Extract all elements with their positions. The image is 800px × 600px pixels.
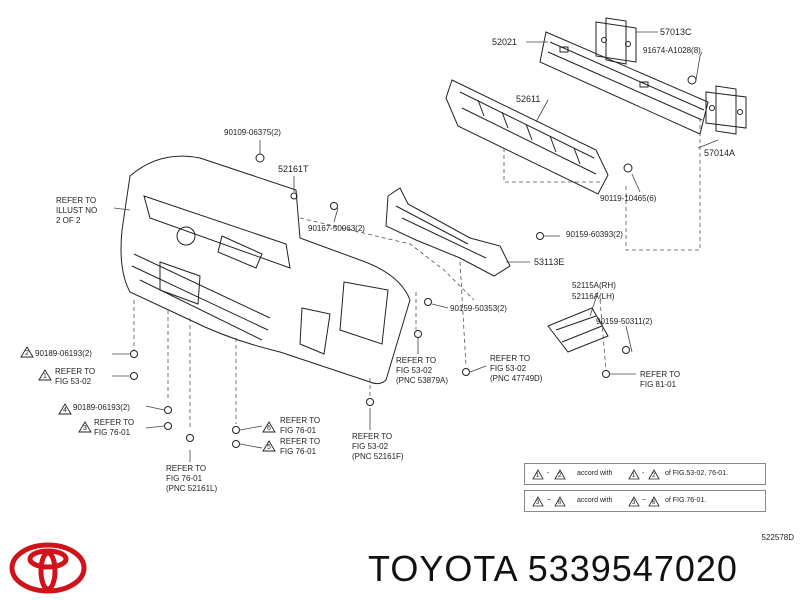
refer-pnc-52161l: REFER TO FIG 76-01 (PNC 52161L) xyxy=(166,464,218,493)
legend-2-sep1: ~ xyxy=(547,497,552,504)
legend-1-b: 2 xyxy=(558,473,562,479)
toyota-logo-icon xyxy=(9,542,87,594)
refer-fig-76-01-left: REFER TO FIG 76-01 xyxy=(94,418,135,437)
callout-3: 3 xyxy=(83,425,87,432)
callout-6: 6 xyxy=(267,425,271,432)
legend-2-sep2: ~ xyxy=(642,497,647,504)
legend-row-1: 1 - 2 accord with 1 - 2 of FIG.53-02, 76… xyxy=(524,463,766,485)
legend-2-d: 6 xyxy=(652,500,656,506)
refer-pnc-47749d: REFER TO FIG 53-02 (PNC 47749D) xyxy=(490,354,543,383)
part-label-52161t: 52161T xyxy=(278,164,309,174)
part-label-90159-60393: 90159-60393(2) xyxy=(566,230,623,239)
under-cover xyxy=(385,187,511,277)
callout-1: 1 xyxy=(43,373,47,380)
legend-2-a: 3 xyxy=(536,500,540,506)
fasteners xyxy=(130,75,697,448)
leader-lines xyxy=(112,31,719,462)
bracket-57013c xyxy=(595,17,637,65)
refer-fig-53-02-left: REFER TO FIG 53-02 xyxy=(55,367,96,386)
part-label-52115a: 52115A(RH) xyxy=(572,281,616,290)
part-label-90189-a: 90189-06193(2) xyxy=(35,349,92,358)
part-label-90109: 90109-06375(2) xyxy=(224,128,281,137)
callout-2: 2 xyxy=(25,350,29,357)
part-label-53113e: 53113E xyxy=(534,257,565,267)
brand-part-number: TOYOTA 5339547020 xyxy=(368,548,738,589)
legend-row-2: 3 ~ 6 accord with 3 ~ 6 of FIG.76-01. xyxy=(524,490,766,512)
legend-1-c: 1 xyxy=(632,473,636,479)
part-label-57014a: 57014A xyxy=(704,148,736,158)
callout-triangles xyxy=(20,346,276,452)
legend-2-c: 3 xyxy=(632,500,636,506)
illustration-code: 522578D xyxy=(761,533,794,542)
legend-2-b: 6 xyxy=(558,500,562,506)
part-label-52611: 52611 xyxy=(516,94,541,104)
legend-1-sep1: - xyxy=(547,470,550,477)
refer-fig-81-01: REFER TO FIG 81-01 xyxy=(640,370,681,389)
part-label-90159-50311: 90159-50311(2) xyxy=(596,317,653,326)
part-label-90167: 90167-50063(2) xyxy=(308,224,365,233)
bracket-57014a xyxy=(705,85,747,135)
callout-5: 5 xyxy=(267,444,271,451)
legend-triangles-1 xyxy=(532,469,660,480)
refer-illust-label: REFER TO ILLUST NO 2 OF 2 xyxy=(56,196,98,225)
part-label-90119: 90119-10465(6) xyxy=(600,194,657,203)
refer-pnc-52161f: REFER TO FIG 53-02 (PNC 52161F) xyxy=(352,432,404,461)
legend-2-text2: of FIG.76-01. xyxy=(665,497,707,504)
legend-1-sep2: - xyxy=(642,470,645,477)
legend-1-d: 2 xyxy=(652,473,656,479)
part-label-52116a: 52116A(LH) xyxy=(572,292,615,301)
part-label-57013c: 57013C xyxy=(660,27,692,37)
part-label-90159-50353: 90159-50353(2) xyxy=(450,304,507,313)
part-label-52021: 52021 xyxy=(492,37,518,47)
legend-1-text1: accord with xyxy=(577,470,613,477)
part-label-90189-b: 90189-06193(2) xyxy=(73,403,130,412)
part-label-91674: 91674-A1028(8) xyxy=(643,46,701,55)
refer-fig-76-01-a: REFER TO FIG 76-01 xyxy=(280,416,321,435)
legend-1-text2: of FIG.53-02, 76-01. xyxy=(665,470,729,477)
bumper-cover xyxy=(120,155,411,385)
legend-triangles-2 xyxy=(532,496,660,507)
callout-4: 4 xyxy=(63,407,67,414)
side-retainer xyxy=(547,307,609,353)
legend-2-text1: accord with xyxy=(577,497,613,504)
dashed-lines xyxy=(133,120,701,430)
refer-fig-76-01-b: REFER TO FIG 76-01 xyxy=(280,437,321,456)
legend-1-a: 1 xyxy=(536,473,540,479)
energy-absorber xyxy=(445,79,609,195)
refer-pnc-53879a: REFER TO FIG 53-02 (PNC 53879A) xyxy=(396,356,449,385)
